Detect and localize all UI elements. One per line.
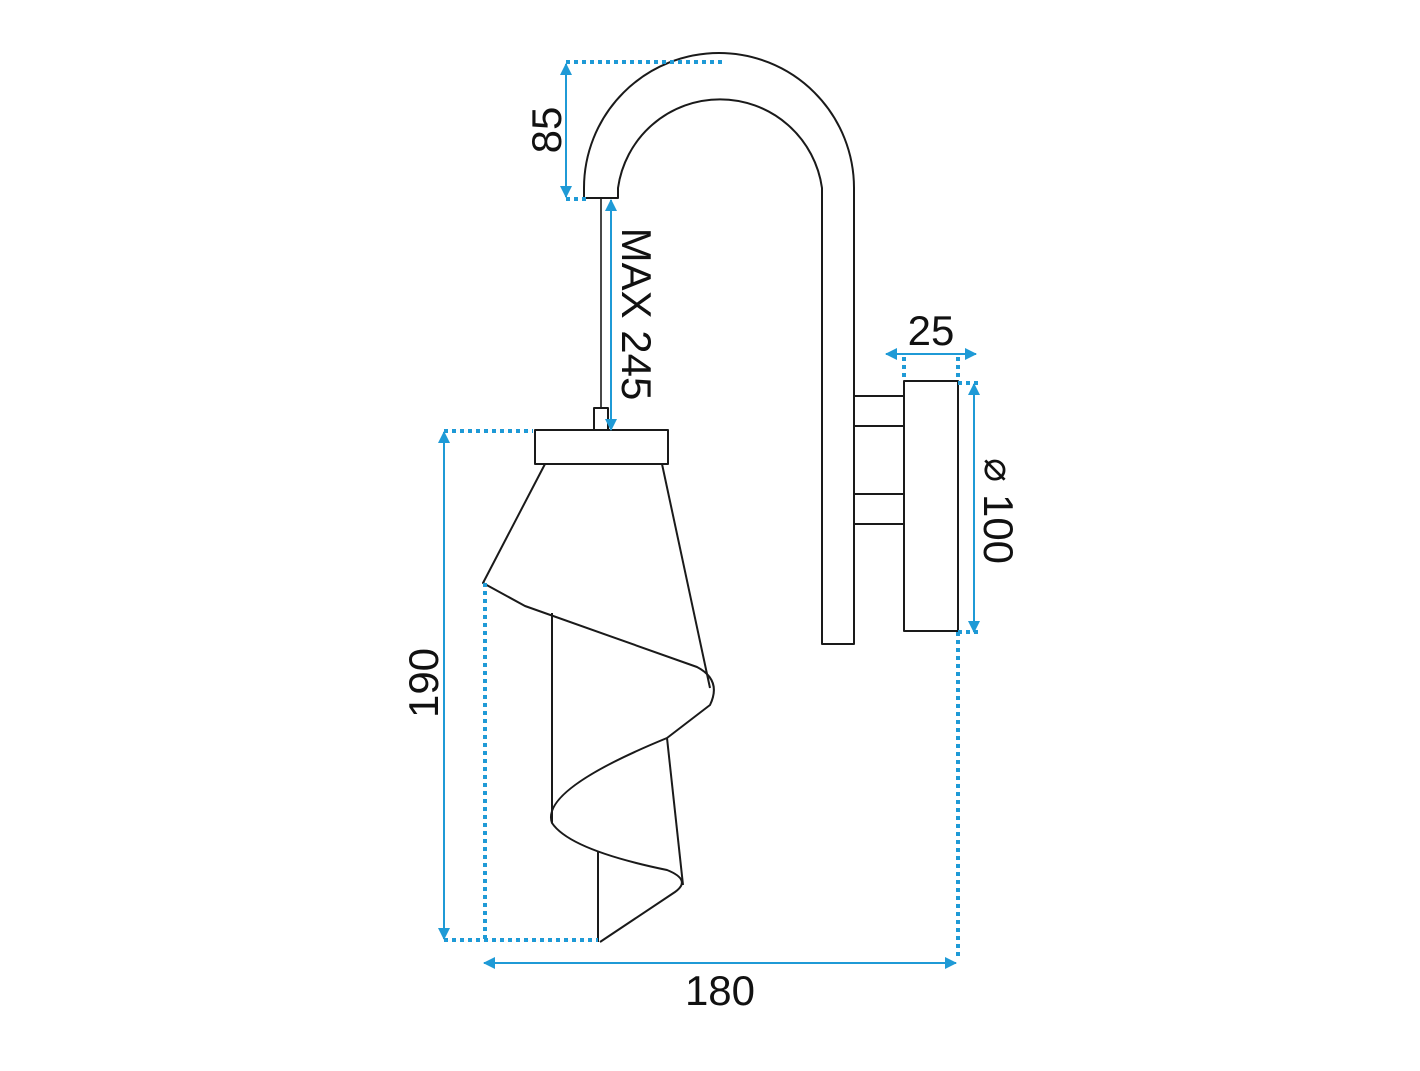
dimension-labels: 85 MAX 245 25 ⌀ 100 190 180 xyxy=(400,107,1022,1014)
suspension-cable xyxy=(593,198,609,431)
spiral-shade xyxy=(482,463,715,943)
cable-max-label: MAX 245 xyxy=(613,228,660,401)
gooseneck-arm xyxy=(583,52,855,645)
wall-base-plate xyxy=(903,380,959,632)
base-depth-label: 25 xyxy=(908,307,955,354)
total-width-label: 180 xyxy=(685,967,755,1014)
arm-connectors xyxy=(853,395,905,525)
diameter-symbol: ⌀ xyxy=(976,458,1020,482)
shade-height-label: 190 xyxy=(400,648,447,718)
shade-cap xyxy=(534,429,669,465)
arm-drop-label: 85 xyxy=(523,107,570,154)
base-diameter-label: 100 xyxy=(975,494,1022,564)
dimension-arrows xyxy=(438,63,980,969)
extension-lines xyxy=(444,60,978,960)
